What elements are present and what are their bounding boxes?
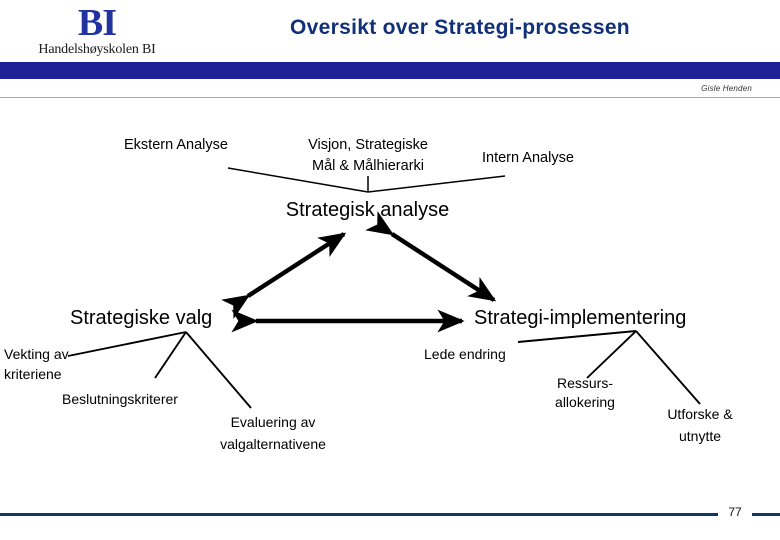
- label-visjon-line1: Visjon, Strategiske: [308, 137, 428, 153]
- label-utforske-line2: utnytte: [678, 428, 722, 444]
- page-number: 77: [728, 505, 742, 519]
- label-utforske-line1: Utforske &: [667, 406, 733, 422]
- label-intern-analyse: Intern Analyse: [482, 150, 574, 166]
- label-strategisk-analyse: Strategisk analyse: [285, 199, 450, 221]
- label-vekting-line1: Vekting av: [4, 346, 69, 362]
- header-divider: [0, 97, 780, 98]
- label-lede-endring: Lede endring: [424, 346, 506, 362]
- label-ekstern-analyse: Ekstern Analyse: [124, 137, 228, 153]
- bi-logo-subtitle: Handelshøyskolen BI: [38, 42, 156, 57]
- page-title: Oversikt over Strategi-prosessen: [290, 16, 630, 39]
- label-ressurs-line1: Ressurs-: [556, 375, 613, 391]
- label-beslutningskriterer: Beslutningskriterer: [62, 391, 178, 407]
- label-vekting-line2: kriteriene: [4, 366, 62, 382]
- footer-rule-left: [0, 513, 718, 516]
- label-evaluering-line2: valgalternativene: [220, 436, 326, 452]
- header-band: [0, 62, 780, 79]
- label-strategiske-valg: Strategiske valg: [70, 307, 213, 329]
- footer-rule-right: [752, 513, 780, 516]
- label-ressurs-line2: allokering: [555, 394, 615, 410]
- bi-logo-mark: BI: [77, 2, 117, 44]
- label-strategi-implementering: Strategi-implementering: [474, 307, 687, 329]
- triangle-arrows: [221, 211, 497, 333]
- label-evaluering-line1: Evaluering av: [230, 414, 316, 430]
- label-visjon-line2: Mål & Målhierarki: [312, 158, 424, 174]
- author-name: Gisle Henden: [701, 84, 752, 93]
- bi-logo: BI Handelshøyskolen BI: [22, 2, 172, 58]
